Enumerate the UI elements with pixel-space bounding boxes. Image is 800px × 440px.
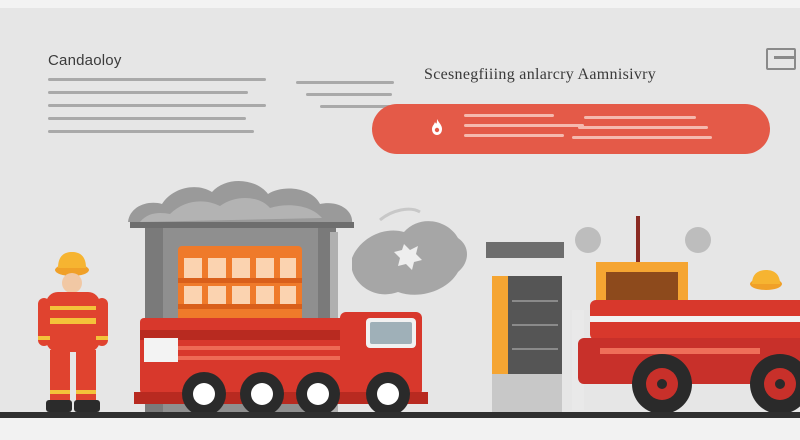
fire-engine-right <box>578 270 800 414</box>
text-line <box>306 93 392 96</box>
text-line <box>296 81 394 84</box>
text-line <box>48 91 248 94</box>
floor-strip <box>0 418 800 440</box>
brand-title: Candaoloy <box>48 52 122 69</box>
page-card: Candaoloy Scesnegfiiing anlarcry Aamnisi… <box>0 0 800 416</box>
banner-line <box>464 134 564 137</box>
banner-line <box>584 116 696 119</box>
banner-line <box>578 126 708 129</box>
ground-line <box>0 412 800 418</box>
banner-line <box>572 136 712 139</box>
banner-line <box>464 114 554 117</box>
smoke-cloud <box>128 180 353 224</box>
text-line <box>320 105 400 108</box>
banner-line <box>464 124 584 127</box>
alert-banner[interactable] <box>372 104 770 154</box>
text-line <box>48 130 254 133</box>
window-icon[interactable] <box>766 48 796 70</box>
fire-truck <box>134 312 428 416</box>
page-heading: Scesnegfiiing anlarcry Aamnisivry <box>424 66 657 83</box>
flame-icon <box>432 119 442 135</box>
smoke-burst <box>352 207 467 295</box>
text-line <box>48 78 266 81</box>
text-line <box>48 117 246 120</box>
text-line <box>48 104 266 107</box>
top-band <box>0 0 800 8</box>
equipment-cabinet <box>486 242 564 414</box>
firefighter <box>38 252 108 412</box>
fire-scene-illustration <box>38 180 800 416</box>
